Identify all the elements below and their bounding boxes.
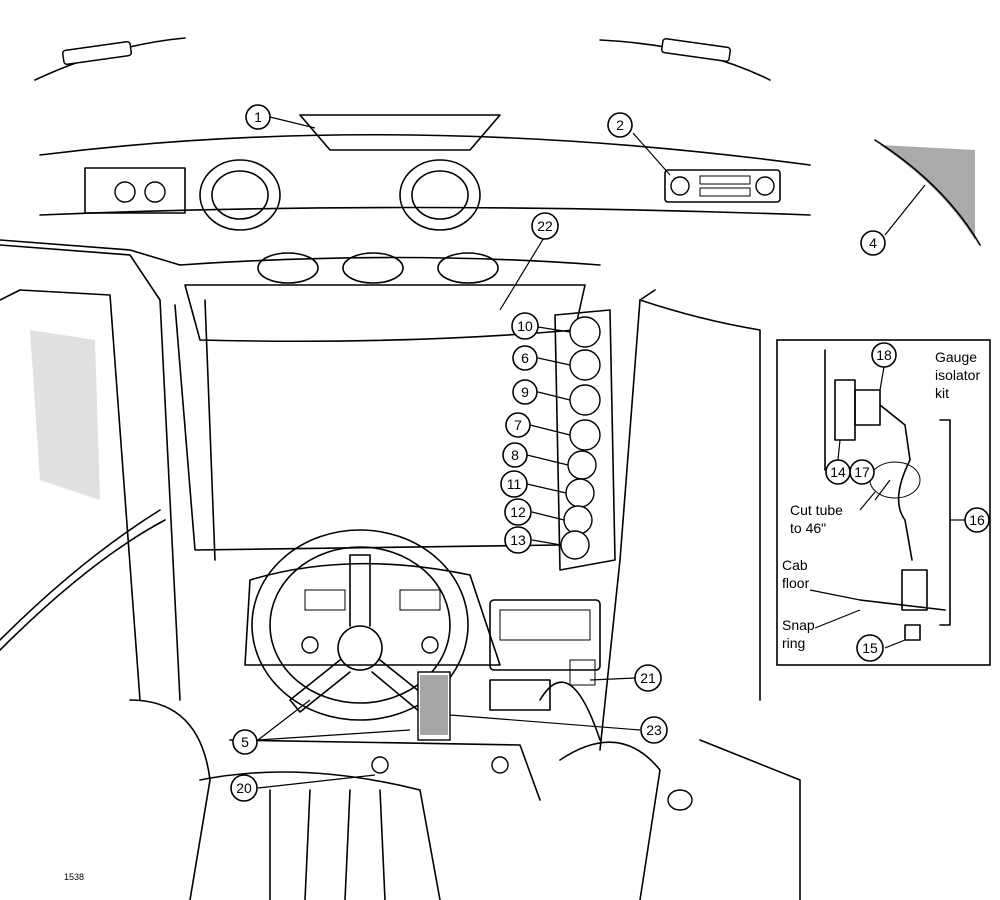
svg-text:18: 18 xyxy=(876,347,892,363)
callout-11: 11 xyxy=(500,470,528,498)
svg-text:5: 5 xyxy=(241,734,249,750)
svg-text:9: 9 xyxy=(521,384,529,400)
gauge-9 xyxy=(569,384,601,416)
title-line-2: isolator xyxy=(935,367,980,383)
svg-text:8: 8 xyxy=(511,447,519,463)
gauge-13 xyxy=(560,530,590,560)
callout-8: 8 xyxy=(502,442,528,468)
callout-10: 10 xyxy=(511,312,539,340)
svg-text:22: 22 xyxy=(537,218,553,234)
figure-number: 1538 xyxy=(64,872,84,882)
svg-text:7: 7 xyxy=(514,417,522,433)
steering-column xyxy=(417,671,451,741)
right-marker-light xyxy=(660,37,732,63)
svg-text:6: 6 xyxy=(521,350,529,366)
side-mirror xyxy=(880,145,975,240)
svg-text:1: 1 xyxy=(254,109,262,125)
cab-floor-line-2: floor xyxy=(782,575,810,591)
gauge-12 xyxy=(563,505,593,535)
small-vent-3 xyxy=(437,252,499,284)
switch-panel xyxy=(84,167,186,214)
callout-23: 23 xyxy=(640,716,668,744)
floor-fitting-center xyxy=(491,756,509,774)
small-vent-2 xyxy=(342,252,404,284)
callout-21: 21 xyxy=(634,664,662,692)
svg-text:17: 17 xyxy=(854,464,870,480)
center-console xyxy=(489,599,601,741)
title-line-1: Gauge xyxy=(935,349,977,365)
callout-7: 7 xyxy=(505,412,531,438)
callout-13: 13 xyxy=(504,526,532,554)
callout-20: 20 xyxy=(230,774,258,802)
svg-text:10: 10 xyxy=(517,318,533,334)
cab-frame xyxy=(0,244,761,751)
small-vent-1 xyxy=(257,252,319,284)
overhead-console xyxy=(0,114,981,343)
callout-16: 16 xyxy=(964,507,990,533)
gauge-10 xyxy=(569,316,601,348)
svg-text:14: 14 xyxy=(830,464,846,480)
radio xyxy=(664,169,781,203)
air-vent-left xyxy=(199,159,281,231)
svg-text:4: 4 xyxy=(869,235,877,251)
gauge-isolator-inset: Gauge isolator kit Cut tube to 46" Cab f… xyxy=(776,339,991,666)
inset-frame xyxy=(776,339,991,666)
storage-shelf xyxy=(184,284,586,343)
gauge-column xyxy=(554,309,616,571)
svg-text:15: 15 xyxy=(862,640,878,656)
floor-fitting-20 xyxy=(371,756,389,774)
callout-15: 15 xyxy=(856,634,884,662)
dashboard xyxy=(244,529,501,741)
snap-ring-line-2: ring xyxy=(782,635,805,651)
steering-wheel xyxy=(251,529,469,721)
callout-1: 1 xyxy=(245,104,271,130)
air-vent-right xyxy=(399,159,481,231)
callout-22: 22 xyxy=(531,212,559,240)
callout-12: 12 xyxy=(504,498,532,526)
gauge-8 xyxy=(567,450,597,480)
gauge-11 xyxy=(565,478,595,508)
inset-title: Gauge isolator kit xyxy=(935,349,980,401)
gauge-6 xyxy=(569,349,601,381)
callout-18: 18 xyxy=(871,342,897,368)
callout-17: 17 xyxy=(849,459,875,485)
svg-text:16: 16 xyxy=(969,512,985,528)
leader-lines xyxy=(257,116,965,789)
svg-text:2: 2 xyxy=(616,117,624,133)
cut-tube-line-2: to 46" xyxy=(790,520,826,536)
callout-14: 14 xyxy=(825,459,851,485)
snap-ring-line-1: Snap xyxy=(782,617,815,633)
windshield-header xyxy=(34,37,771,81)
callout-6: 6 xyxy=(512,345,538,371)
floor-seats xyxy=(129,699,801,900)
callout-2: 2 xyxy=(607,112,633,138)
cut-tube-line-1: Cut tube xyxy=(790,502,843,518)
left-marker-light xyxy=(61,40,133,66)
overhead-mirror xyxy=(299,114,501,151)
cab-floor-line-1: Cab xyxy=(782,557,808,573)
svg-text:11: 11 xyxy=(507,476,522,492)
gauge-7 xyxy=(569,419,601,451)
svg-text:12: 12 xyxy=(510,504,526,520)
svg-text:23: 23 xyxy=(646,722,662,738)
callout-9: 9 xyxy=(512,379,538,405)
svg-text:13: 13 xyxy=(510,532,526,548)
switch-module xyxy=(489,599,601,671)
title-line-3: kit xyxy=(935,385,949,401)
svg-text:20: 20 xyxy=(236,780,252,796)
callout-4: 4 xyxy=(860,230,886,256)
svg-text:21: 21 xyxy=(640,670,656,686)
callout-5: 5 xyxy=(232,729,258,755)
